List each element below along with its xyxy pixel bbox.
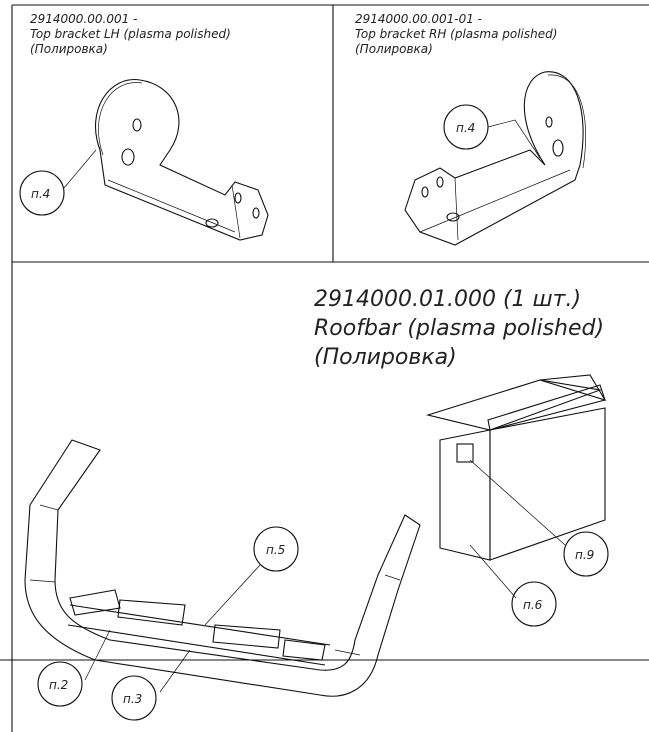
callout-n6: п.6: [523, 598, 543, 612]
left-bracket-part-number: 2914000.00.001 -: [30, 12, 137, 26]
callout-n9: п.9: [575, 548, 594, 562]
left-bracket-callout-circle: [19, 170, 65, 216]
right-bracket-finish: (Полировка): [355, 42, 433, 56]
left-bracket-drawing: [63, 79, 269, 241]
packaging-box-drawing: [425, 374, 607, 599]
roofbar-name: Roofbar (plasma polished): [314, 316, 604, 341]
left-bracket-callout: п.4: [31, 187, 50, 201]
roofbar-part-number: 2914000.01.000 (1 шт.): [314, 287, 581, 312]
right-bracket-part-number: 2914000.00.001-01 -: [355, 12, 482, 26]
left-bracket-name: Top bracket LH (plasma polished): [30, 27, 231, 41]
left-bracket-finish: (Полировка): [30, 42, 108, 56]
right-bracket-callout-circle: [443, 104, 489, 150]
callout-circle-n3: [111, 675, 157, 721]
callout-circle-n5: [253, 526, 299, 572]
roofbar-drawing: [24, 439, 421, 697]
callout-circle-n6: [511, 581, 557, 627]
callout-n5: п.5: [266, 543, 285, 557]
callout-n3: п.3: [123, 692, 142, 706]
callout-circle-n9: [563, 531, 609, 577]
right-bracket-name: Top bracket RH (plasma polished): [355, 27, 557, 41]
roofbar-finish: (Полировка): [314, 345, 457, 370]
callout-n2: п.2: [49, 678, 68, 692]
drawing-frame: [0, 4, 649, 732]
right-bracket-drawing: [404, 71, 586, 246]
right-bracket-callout: п.4: [456, 121, 475, 135]
callout-circle-n2: [37, 661, 83, 707]
